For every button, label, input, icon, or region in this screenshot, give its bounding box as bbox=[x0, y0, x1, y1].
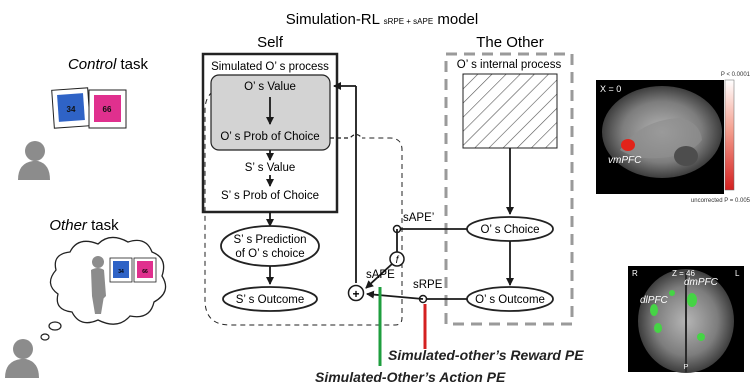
sape-prime-label: sAPE’ bbox=[403, 212, 434, 224]
s-prediction-line2: of O’ s choice bbox=[235, 248, 304, 260]
dlpfc-activation-blob bbox=[650, 304, 658, 316]
other-card-left-number: 34 bbox=[118, 269, 124, 275]
p-bottom-label: uncorrected P = 0.005 bbox=[691, 198, 751, 204]
person-silhouette-icon bbox=[18, 141, 50, 180]
self-label: Self bbox=[257, 34, 284, 51]
brain-axial-image: R Z = 46 L P dmPFC dlPFC bbox=[628, 266, 744, 373]
o-choice-label: O’ s Choice bbox=[480, 224, 539, 236]
plus-symbol: + bbox=[352, 287, 359, 301]
control-card-right-number: 66 bbox=[103, 105, 112, 114]
left-hemisphere-mark: L bbox=[735, 269, 740, 278]
action-pe-label: Simulated-Other’s Action PE bbox=[315, 369, 506, 385]
posterior-mark: P bbox=[684, 364, 689, 371]
s-value-node: S’ s Value bbox=[245, 162, 296, 174]
imagined-person-icon bbox=[91, 256, 106, 314]
reward-pe-label: Simulated-other’s Reward PE bbox=[388, 347, 584, 363]
self-simulation-dashed-outline bbox=[204, 84, 403, 326]
brain-bottom-coordinate: Z = 46 bbox=[672, 269, 695, 278]
f-symbol: f bbox=[396, 255, 400, 266]
srpe-label: sRPE bbox=[413, 279, 443, 291]
sape-label: sAPE bbox=[366, 269, 395, 281]
o-value-node: O’ s Value bbox=[244, 81, 296, 93]
p-top-label: P < 0.0001 bbox=[721, 72, 751, 78]
o-outcome-label: O’ s Outcome bbox=[475, 294, 545, 306]
dlpfc-label: dlPFC bbox=[640, 295, 669, 306]
s-prediction-node bbox=[220, 225, 320, 267]
thought-bubble: 34 66 bbox=[40, 236, 167, 341]
o-internal-process-label: O’ s internal process bbox=[457, 59, 562, 71]
dmpfc-label: dmPFC bbox=[684, 277, 719, 288]
s-prediction-line1: S’ s Prediction bbox=[233, 234, 306, 246]
control-task-label: Control task bbox=[68, 56, 149, 73]
simulated-process-header: Simulated O’ s process bbox=[211, 61, 329, 73]
s-prob-choice-node: S’ s Prob of Choice bbox=[221, 190, 319, 202]
vmpfc-label: vmPFC bbox=[608, 155, 642, 166]
control-card-left-number: 34 bbox=[67, 105, 76, 114]
o-prob-choice-node: O’ s Prob of Choice bbox=[220, 131, 319, 143]
brain-sagittal-image: X = 0 vmPFC bbox=[596, 80, 724, 194]
s-outcome-node bbox=[222, 286, 318, 312]
other-task-label: Other task bbox=[49, 217, 119, 234]
s-outcome-label: S’ s Outcome bbox=[236, 294, 305, 306]
o-internal-process-box bbox=[462, 73, 558, 149]
control-task-cards: 34 66 bbox=[51, 87, 127, 129]
dmpfc-activation-blob bbox=[687, 293, 697, 307]
person-silhouette-icon bbox=[5, 339, 39, 378]
model-title: Simulation-RL sRPE + sAPE model bbox=[286, 11, 478, 28]
vmpfc-activation-blob bbox=[621, 139, 635, 151]
sum-node bbox=[347, 284, 365, 302]
the-other-box bbox=[444, 52, 574, 326]
brain-top-coordinate: X = 0 bbox=[600, 84, 621, 94]
other-card-right-number: 66 bbox=[142, 269, 148, 275]
transform-function-node bbox=[389, 251, 405, 267]
the-other-label: The Other bbox=[476, 34, 544, 51]
p-value-colorbar bbox=[724, 79, 735, 191]
right-hemisphere-mark: R bbox=[632, 269, 638, 278]
